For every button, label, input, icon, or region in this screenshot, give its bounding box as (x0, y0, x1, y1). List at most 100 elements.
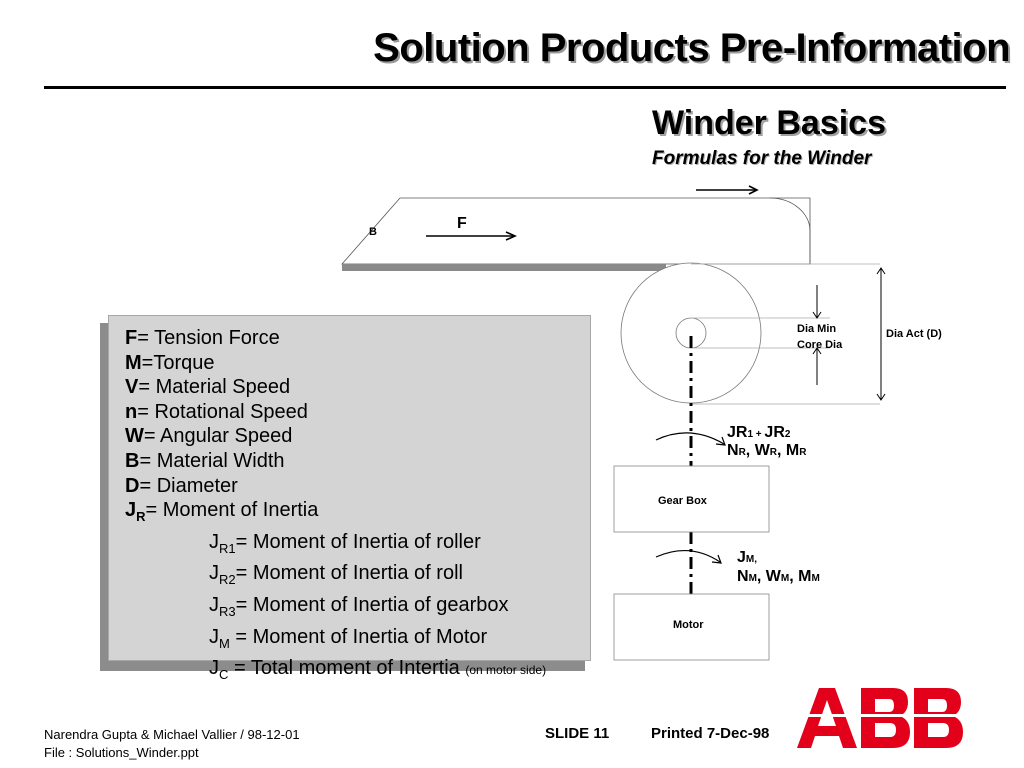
dia-act-label: Dia Act (D) (886, 328, 942, 340)
motor-box (613, 593, 770, 661)
legend-item: JR= Moment of Inertia (125, 498, 546, 530)
dia-act-arrowhead-top (876, 267, 886, 275)
legend-item: V= Material Speed (125, 375, 546, 400)
legend-text: = Angular Speed (143, 425, 293, 448)
separator: , (756, 568, 766, 585)
w-subscript: M (780, 573, 790, 584)
plus-sign: + (753, 429, 765, 440)
j-symbol: J (737, 549, 746, 566)
legend-text: = Material Speed (138, 376, 291, 399)
legend-subscript: R1 (219, 540, 236, 556)
rotation-arrow-upper (655, 432, 725, 445)
motor-params-label: NM, WM, MM (737, 568, 820, 586)
material-web (341, 197, 811, 265)
legend-text: = Moment of Inertia of Motor (229, 625, 488, 648)
legend-text: = Moment of Inertia (145, 499, 319, 522)
roller-inertia-label: JR1 + JR2 (727, 424, 790, 442)
legend-item: n= Rotational Speed (125, 400, 546, 425)
j-subscript: M, (745, 554, 758, 565)
dia-min-arrowhead-bottom (812, 347, 822, 355)
dia-min-label: Dia Min (797, 323, 837, 335)
legend-symbol: W (125, 425, 144, 448)
legend-symbol: J (125, 499, 137, 522)
legend-symbol: J (209, 593, 219, 616)
legend-subitem: JR1= Moment of Inertia of roller (125, 530, 546, 562)
section-subtitle: Formulas for the Winder (652, 148, 872, 169)
legend-text: = Moment of Inertia of gearbox (235, 593, 509, 616)
legend-box: F= Tension Force M=Torque V= Material Sp… (108, 315, 591, 682)
legend-list: F= Tension Force M=Torque V= Material Sp… (125, 326, 546, 688)
core-dia-label: Core Dia (797, 339, 843, 351)
legend-item: B= Material Width (125, 449, 546, 474)
dia-min-arrowhead-top (812, 311, 822, 319)
roller-params-label: NR, WR, MR (727, 442, 806, 460)
legend-item: W= Angular Speed (125, 424, 546, 449)
force-label: F (457, 215, 467, 232)
legend-subscript: M (219, 635, 230, 651)
legend-text: =Torque (141, 351, 215, 374)
m-symbol: M (785, 442, 800, 459)
m-subscript: R (799, 447, 807, 458)
separator: , (745, 442, 755, 459)
legend-symbol: J (209, 562, 219, 585)
rotation-arrowhead-lower (711, 554, 722, 564)
legend-symbol: D (125, 474, 140, 497)
n-symbol: N (737, 568, 749, 585)
legend-subitem: JR3= Moment of Inertia of gearbox (125, 593, 546, 625)
logo-letter-b (861, 688, 910, 748)
w-symbol: W (754, 442, 770, 459)
jr1-subscript: 1 (747, 429, 754, 440)
separator: , (777, 442, 786, 459)
w-symbol: W (765, 568, 781, 585)
legend-symbol: J (209, 657, 219, 680)
abb-logo (796, 688, 966, 748)
legend-symbol: V (125, 376, 139, 399)
legend-item: M=Torque (125, 351, 546, 376)
jr-symbol: JR (727, 424, 748, 441)
legend-text: = Diameter (139, 474, 238, 497)
legend-text: = Total moment of Intertia (228, 657, 460, 680)
legend-subscript: R3 (219, 603, 236, 619)
jr2-subscript: 2 (784, 429, 791, 440)
page-title: Solution Products Pre-Information (373, 26, 1010, 70)
title-divider (44, 86, 1006, 89)
motor-inertia-label: JM, (737, 549, 757, 567)
gearbox-box (613, 465, 770, 533)
footer-authors: Narendra Gupta & Michael Vallier / 98-12… (44, 727, 300, 742)
m-subscript: M (811, 573, 820, 584)
legend-subitem: JM = Moment of Inertia of Motor (125, 625, 546, 657)
rotation-arrowhead-upper (715, 436, 726, 446)
legend-text: = Material Width (139, 449, 285, 472)
legend-symbol: M (125, 351, 142, 374)
logo-letter-b (914, 688, 963, 748)
legend-subscript: R2 (219, 572, 236, 588)
legend-symbol: B (125, 449, 140, 472)
slide-number: SLIDE 11 (545, 725, 610, 742)
legend-subitem: JC = Total moment of Intertia (on motor … (125, 656, 546, 688)
legend-item: D= Diameter (125, 474, 546, 499)
footer-file: File : Solutions_Winder.ppt (44, 745, 199, 760)
section-title: Winder Basics (652, 104, 886, 142)
logo-stripe (796, 714, 966, 717)
printed-date: Printed 7-Dec-98 (651, 725, 770, 742)
legend-text: = Moment of Inertia of roller (235, 530, 481, 553)
gearbox-label: Gear Box (658, 495, 707, 507)
w-subscript: R (769, 447, 778, 458)
rotation-arrow-lower (655, 549, 721, 563)
legend-subscript: C (219, 667, 229, 683)
width-label: B (369, 226, 377, 238)
legend-item: F= Tension Force (125, 326, 546, 351)
separator: , (789, 568, 799, 585)
n-subscript: R (738, 447, 746, 458)
legend-symbol: J (209, 625, 219, 648)
legend-symbol: J (209, 530, 219, 553)
legend-note: (on motor side) (465, 663, 547, 678)
n-subscript: M (748, 573, 757, 584)
legend-symbol: F (125, 327, 138, 349)
legend-subitem: JR2= Moment of Inertia of roll (125, 561, 546, 593)
motor-label: Motor (673, 619, 704, 631)
speed-arrowhead (748, 185, 759, 195)
m-symbol: M (798, 568, 812, 585)
legend-text: = Moment of Inertia of roll (235, 562, 463, 585)
